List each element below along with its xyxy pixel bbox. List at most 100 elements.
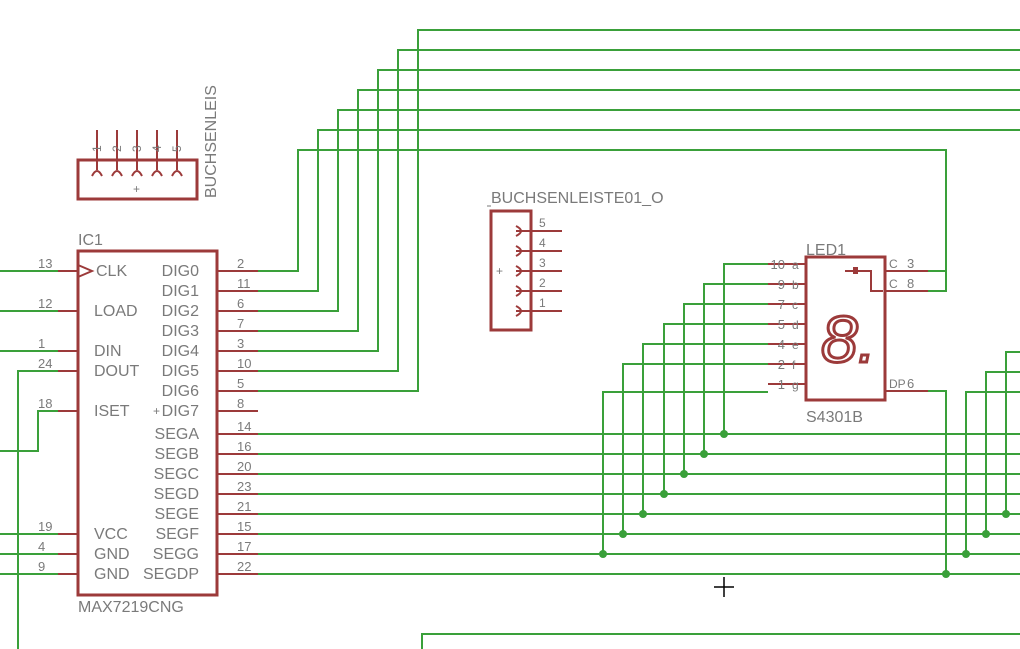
led1-pin-label: DP	[889, 377, 906, 391]
led1-name: LED1	[806, 242, 846, 259]
socket-contact-icon	[91, 170, 103, 177]
led1-pin-number: 10	[771, 257, 785, 272]
ic1-pin-label: DIN	[94, 343, 122, 360]
ic1-pin-label: SEGA	[155, 426, 200, 443]
ic1-pin-label: DOUT	[94, 363, 140, 380]
ic1-body[interactable]	[76, 249, 219, 597]
ic1-pin-number: 6	[237, 296, 244, 311]
header-top-name: BUCHSENLEIS	[203, 85, 220, 198]
junction-dot	[1002, 510, 1010, 518]
ic1-pin-number: 9	[38, 559, 45, 574]
led1-pin-label: e	[792, 338, 799, 352]
net-dig3[interactable]	[258, 89, 1020, 332]
ic1-pin-number: 8	[237, 396, 244, 411]
ic1-pin-number: 5	[237, 376, 244, 391]
header-pin-number: 3	[539, 256, 546, 270]
ic1-pin-label: SEGDP	[143, 566, 199, 583]
led1-pin-number: 3	[907, 256, 914, 271]
ic1-pin-number: 22	[237, 559, 251, 574]
net-right-g[interactable]	[965, 391, 1020, 554]
socket-contact-icon	[515, 225, 522, 237]
led1-body[interactable]	[804, 255, 887, 402]
ic1-pin-number: 1	[38, 336, 45, 351]
junction-dot	[982, 530, 990, 538]
common-marker-icon	[845, 270, 883, 292]
ic1-pin-label: SEGC	[154, 466, 199, 483]
junctions	[599, 430, 1010, 578]
ic1-pin-label: DIG4	[162, 343, 199, 360]
net-dig4[interactable]	[258, 69, 1020, 352]
ic1-pin-number: 19	[38, 519, 52, 534]
net-dout[interactable]	[17, 370, 58, 649]
led1-pin-label: d	[792, 318, 799, 332]
ic1-pin-label: SEGF	[155, 526, 199, 543]
ic1-pin-label: DIG6	[162, 383, 199, 400]
ic1-right-pins: 2DIG011DIG16DIG27DIG33DIG410DIG55DIG68DI…	[143, 256, 258, 583]
led1-pin-number: 5	[778, 317, 785, 332]
ic1-pin-label: CLK	[96, 263, 127, 280]
net-led-a[interactable]	[723, 263, 768, 434]
ic1-pin-number: 15	[237, 519, 251, 534]
net-led-d[interactable]	[663, 323, 768, 494]
net-dig6[interactable]	[258, 29, 1020, 392]
led1-pin-number: 8	[907, 276, 914, 291]
net-dig2[interactable]	[258, 109, 1020, 312]
ic1-pin-label: DIG5	[162, 363, 199, 380]
led1-value: S4301B	[806, 409, 863, 426]
net-bottom-bus[interactable]	[421, 633, 1020, 649]
socket-contact-icon	[515, 245, 522, 257]
ic1-pin-label: LOAD	[94, 303, 138, 320]
ic1-pin-number: 10	[237, 356, 251, 371]
ic1-pin-number: 20	[237, 459, 251, 474]
junction-dot	[619, 530, 627, 538]
clock-marker-icon	[77, 264, 95, 278]
ic1-pin-label: DIG2	[162, 303, 199, 320]
net-dig5[interactable]	[258, 49, 1020, 372]
ic1-pin-label: SEGD	[154, 486, 199, 503]
ic1-pin-number: 12	[38, 296, 52, 311]
net-led-e[interactable]	[642, 343, 768, 514]
junction-dot	[720, 430, 728, 438]
net-dig0[interactable]	[258, 149, 947, 292]
led1-pin-number: 6	[907, 376, 914, 391]
net-right-f[interactable]	[985, 371, 1020, 534]
crosshair-cursor-icon	[714, 577, 734, 597]
net-led-f[interactable]	[622, 363, 768, 534]
led1-pin-label: g	[792, 378, 799, 392]
socket-contact-icon	[515, 285, 522, 297]
socket-contact-icon	[111, 170, 123, 177]
pin-marker-plus: +	[153, 404, 160, 418]
ic1-pin-number: 4	[38, 539, 45, 554]
ic1-pin-label: DIG0	[162, 263, 199, 280]
ic1-pin-number: 14	[237, 419, 251, 434]
common-marker-dot	[853, 267, 858, 274]
net-led-g[interactable]	[602, 391, 768, 554]
net-led-c[interactable]	[683, 303, 768, 474]
net-right-e[interactable]	[1005, 351, 1020, 514]
ic1-pin-label: SEGG	[153, 546, 199, 563]
socket-contact-icon	[515, 265, 522, 277]
ic1-pin-label: SEGE	[155, 506, 199, 523]
net-led-b[interactable]	[703, 283, 768, 454]
net-led-dp[interactable]	[928, 390, 947, 574]
led1-pin-label: c	[792, 298, 798, 312]
header-mid-plus: +	[496, 264, 503, 278]
net-dig1[interactable]	[258, 129, 1020, 292]
junction-dot	[700, 450, 708, 458]
net-iset[interactable]	[0, 410, 58, 452]
header-pin-number: 3	[130, 145, 144, 152]
junction-dot	[639, 510, 647, 518]
led1-pin-number: 2	[778, 357, 785, 372]
ic1-pin-label: SEGB	[155, 446, 199, 463]
ic1-pin-label: GND	[94, 566, 130, 583]
header-pin-number: 5	[539, 216, 546, 230]
